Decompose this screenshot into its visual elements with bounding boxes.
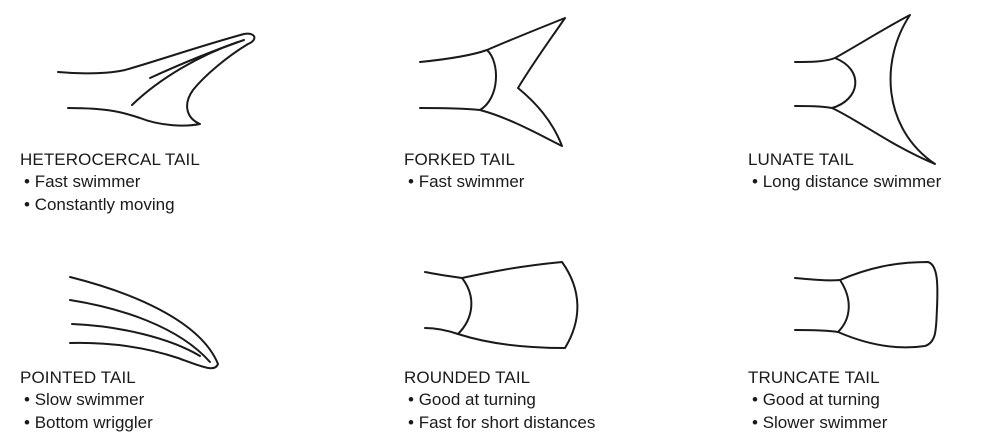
lunate-tail-caption: LUNATE TAIL Long distance swimmer bbox=[748, 150, 996, 193]
tail-trait: Good at turning bbox=[748, 388, 996, 411]
tail-name: POINTED TAIL bbox=[20, 368, 136, 387]
forked-tail-caption: FORKED TAIL Fast swimmer bbox=[404, 150, 654, 193]
lunate-tail-icon bbox=[794, 14, 936, 165]
tail-trait: Fast swimmer bbox=[404, 170, 654, 193]
forked-tail-icon bbox=[419, 17, 566, 147]
rounded-tail-icon bbox=[424, 261, 579, 349]
tail-name: ROUNDED TAIL bbox=[404, 368, 531, 387]
heterocercal-tail-icon bbox=[57, 32, 256, 127]
truncate-tail-caption: TRUNCATE TAIL Good at turning Slower swi… bbox=[748, 368, 996, 434]
tail-trait: Constantly moving bbox=[20, 193, 270, 216]
tail-trait: Good at turning bbox=[404, 388, 654, 411]
tail-trait: Fast for short distances bbox=[404, 411, 654, 434]
tail-name: FORKED TAIL bbox=[404, 150, 515, 169]
heterocercal-tail-caption: HETEROCERCAL TAIL Fast swimmer Constantl… bbox=[20, 150, 270, 216]
tail-trait: Long distance swimmer bbox=[748, 170, 996, 193]
tail-trait: Slow swimmer bbox=[20, 388, 270, 411]
rounded-tail-caption: ROUNDED TAIL Good at turning Fast for sh… bbox=[404, 368, 654, 434]
pointed-tail-caption: POINTED TAIL Slow swimmer Bottom wriggle… bbox=[20, 368, 270, 434]
tail-trait: Fast swimmer bbox=[20, 170, 270, 193]
truncate-tail-icon bbox=[794, 261, 939, 349]
tail-name: TRUNCATE TAIL bbox=[748, 368, 880, 387]
tail-name: LUNATE TAIL bbox=[748, 150, 854, 169]
tail-name: HETEROCERCAL TAIL bbox=[20, 150, 200, 169]
tail-trait: Slower swimmer bbox=[748, 411, 996, 434]
pointed-tail-icon bbox=[69, 276, 219, 370]
tail-trait: Bottom wriggler bbox=[20, 411, 270, 434]
